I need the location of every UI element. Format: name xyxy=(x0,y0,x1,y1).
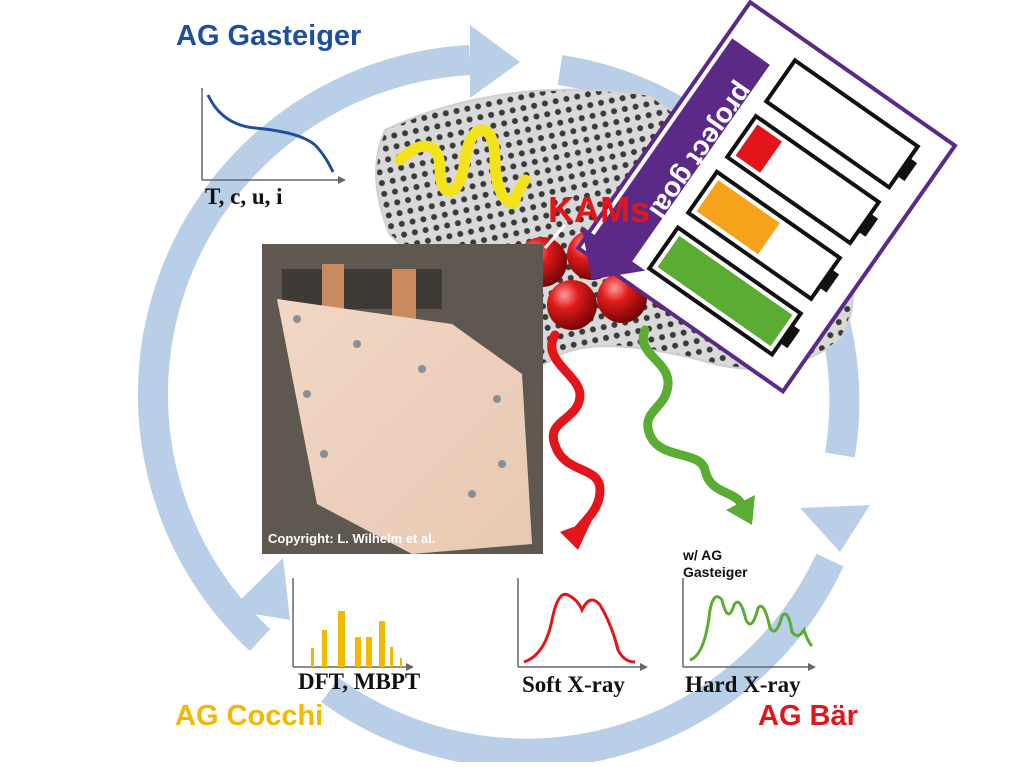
dft-caption: DFT, MBPT xyxy=(298,669,421,694)
dft-bar xyxy=(338,611,345,667)
battery-empty xyxy=(763,57,921,191)
kam-sphere xyxy=(547,280,597,330)
battery-full xyxy=(646,224,804,358)
soft-xray-wave xyxy=(547,330,605,535)
dft-bar xyxy=(355,637,361,667)
theory-curve-panel xyxy=(201,88,346,184)
hard-xray-wave xyxy=(638,325,747,510)
dft-bar xyxy=(390,647,393,667)
kams-label: KAMs xyxy=(548,189,650,230)
dft-bar xyxy=(400,658,402,667)
theory-curve xyxy=(206,94,335,173)
photo-copyright: Copyright: L. Wilhelm et al. xyxy=(268,531,436,546)
dft-panel xyxy=(292,578,414,671)
hard-xray-curve xyxy=(689,595,814,662)
soft-xray-caption: Soft X-ray xyxy=(522,672,625,697)
battery-medium xyxy=(685,169,843,302)
dft-bar xyxy=(379,621,385,667)
kams-pointer xyxy=(543,224,567,249)
cycle-arrowheads xyxy=(230,25,870,620)
group-label-baer: AG Bär xyxy=(758,700,858,732)
hard-xray-caption: Hard X-ray xyxy=(685,672,801,697)
hard-xray-panel xyxy=(682,578,816,671)
theory-caption: T, c, u, i xyxy=(205,184,283,209)
group-label-gasteiger: AG Gasteiger xyxy=(176,20,362,52)
project-goal-box: project goal xyxy=(575,0,958,395)
dft-bar xyxy=(322,630,327,667)
soft-xray-arrowhead xyxy=(560,520,592,550)
soft-xray-curve xyxy=(523,592,636,664)
battery-low xyxy=(724,113,882,246)
dft-bar xyxy=(311,648,314,667)
battery-cell-photo: Copyright: L. Wilhelm et al. xyxy=(262,244,543,554)
dft-bar xyxy=(366,637,372,667)
group-label-cocchi: AG Cocchi xyxy=(175,700,324,732)
incoming-wave xyxy=(394,124,531,210)
hard-xray-arrowhead xyxy=(726,495,755,525)
hard-xray-note: w/ AG Gasteiger xyxy=(683,547,748,580)
soft-xray-panel xyxy=(517,578,648,671)
